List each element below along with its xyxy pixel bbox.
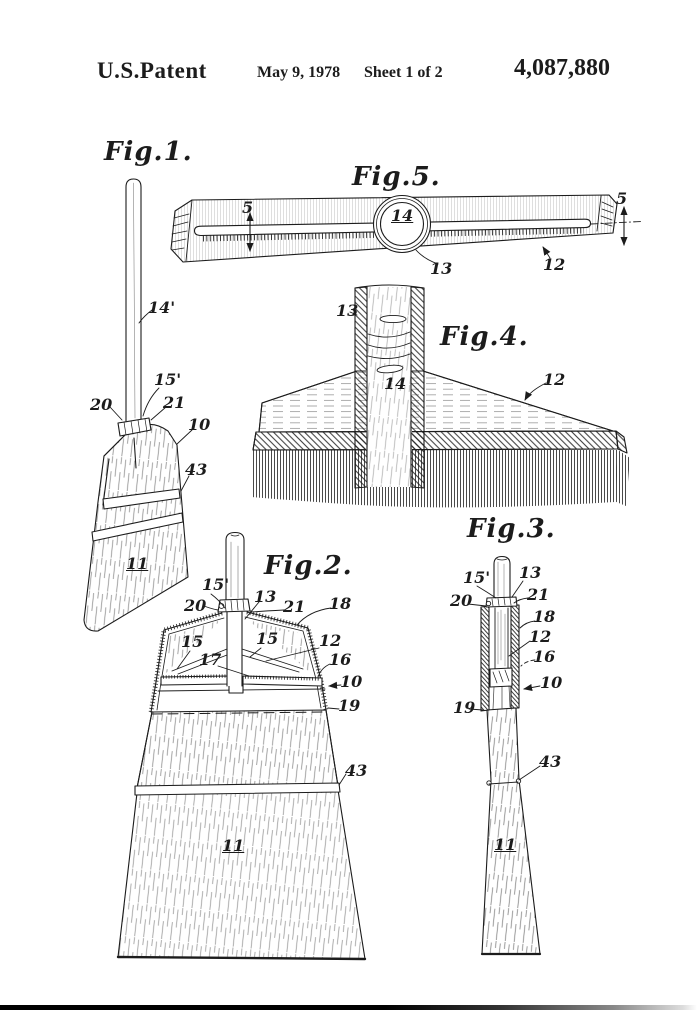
scan-artifact-line	[0, 1005, 697, 1010]
fig3-ref-18: 18	[533, 607, 556, 626]
fig4-head-front-section	[251, 284, 630, 508]
fig2-ref-15-right: 15	[256, 629, 279, 648]
fig5-ref-5-right: 5	[616, 189, 628, 208]
fig5-ref-12: 12	[543, 255, 566, 274]
patent-number: 4,087,880	[514, 55, 610, 81]
fig5-ref-14: 14	[391, 206, 414, 225]
fig5-head-top-view	[170, 194, 642, 265]
fig2-ref-15-left: 15	[181, 632, 204, 651]
fig1-ref-10: 10	[188, 415, 211, 434]
fig2-ref-10: 10	[340, 672, 363, 691]
fig4-ref-14: 14	[384, 374, 407, 393]
fig2-ref-17: 17	[199, 650, 222, 669]
fig2-ref-21: 21	[283, 597, 306, 616]
fig5-ref-13: 13	[430, 259, 453, 278]
fig2-ref-43: 43	[345, 761, 368, 780]
fig3-ref-20: 20	[450, 591, 473, 610]
fig3-ref-10: 10	[540, 673, 563, 692]
fig3-title: Fig.3.	[467, 514, 556, 544]
fig4-ref-13: 13	[336, 301, 359, 320]
fig2-broom-front-section	[116, 531, 367, 961]
fig4-title: Fig.4.	[440, 322, 529, 352]
fig3-ref-16: 16	[533, 647, 556, 666]
fig4-ref-12: 12	[543, 370, 566, 389]
fig3-ref-13: 13	[519, 563, 542, 582]
fig2-title: Fig.2.	[264, 551, 353, 581]
fig1-title: Fig.1.	[104, 137, 193, 167]
sheet-number: Sheet 1 of 2	[364, 64, 443, 81]
fig1-ref-21: 21	[163, 393, 186, 412]
fig1-broom-side-view	[83, 178, 193, 632]
fig2-ref-13: 13	[254, 587, 277, 606]
fig3-ref-11: 11	[494, 835, 517, 854]
patent-date: May 9, 1978	[257, 64, 341, 81]
fig3-ref-15-prime: 15'	[463, 568, 491, 587]
patent-title: U.S.Patent	[97, 58, 207, 83]
fig1-ref-15-prime: 15'	[154, 370, 182, 389]
fig2-ref-20: 20	[184, 596, 207, 615]
fig1-ref-11: 11	[126, 554, 149, 573]
fig1-ref-43: 43	[185, 460, 208, 479]
fig1-ref-14-prime: 14'	[148, 298, 176, 317]
fig2-ref-15-prime: 15'	[202, 575, 230, 594]
fig2-ref-12: 12	[319, 631, 342, 650]
fig3-ref-21: 21	[527, 585, 550, 604]
fig2-ref-11: 11	[222, 836, 245, 855]
fig5-ref-5-left: 5	[242, 198, 254, 217]
fig3-broom-side-section	[467, 555, 542, 956]
fig3-ref-43: 43	[539, 752, 562, 771]
fig3-ref-12: 12	[529, 627, 552, 646]
fig5-title: Fig.5.	[352, 162, 441, 192]
fig2-ref-19: 19	[338, 696, 361, 715]
fig2-ref-16: 16	[329, 650, 352, 669]
fig2-ref-18: 18	[329, 594, 352, 613]
fig3-ref-19: 19	[453, 698, 476, 717]
fig1-ref-20: 20	[90, 395, 113, 414]
